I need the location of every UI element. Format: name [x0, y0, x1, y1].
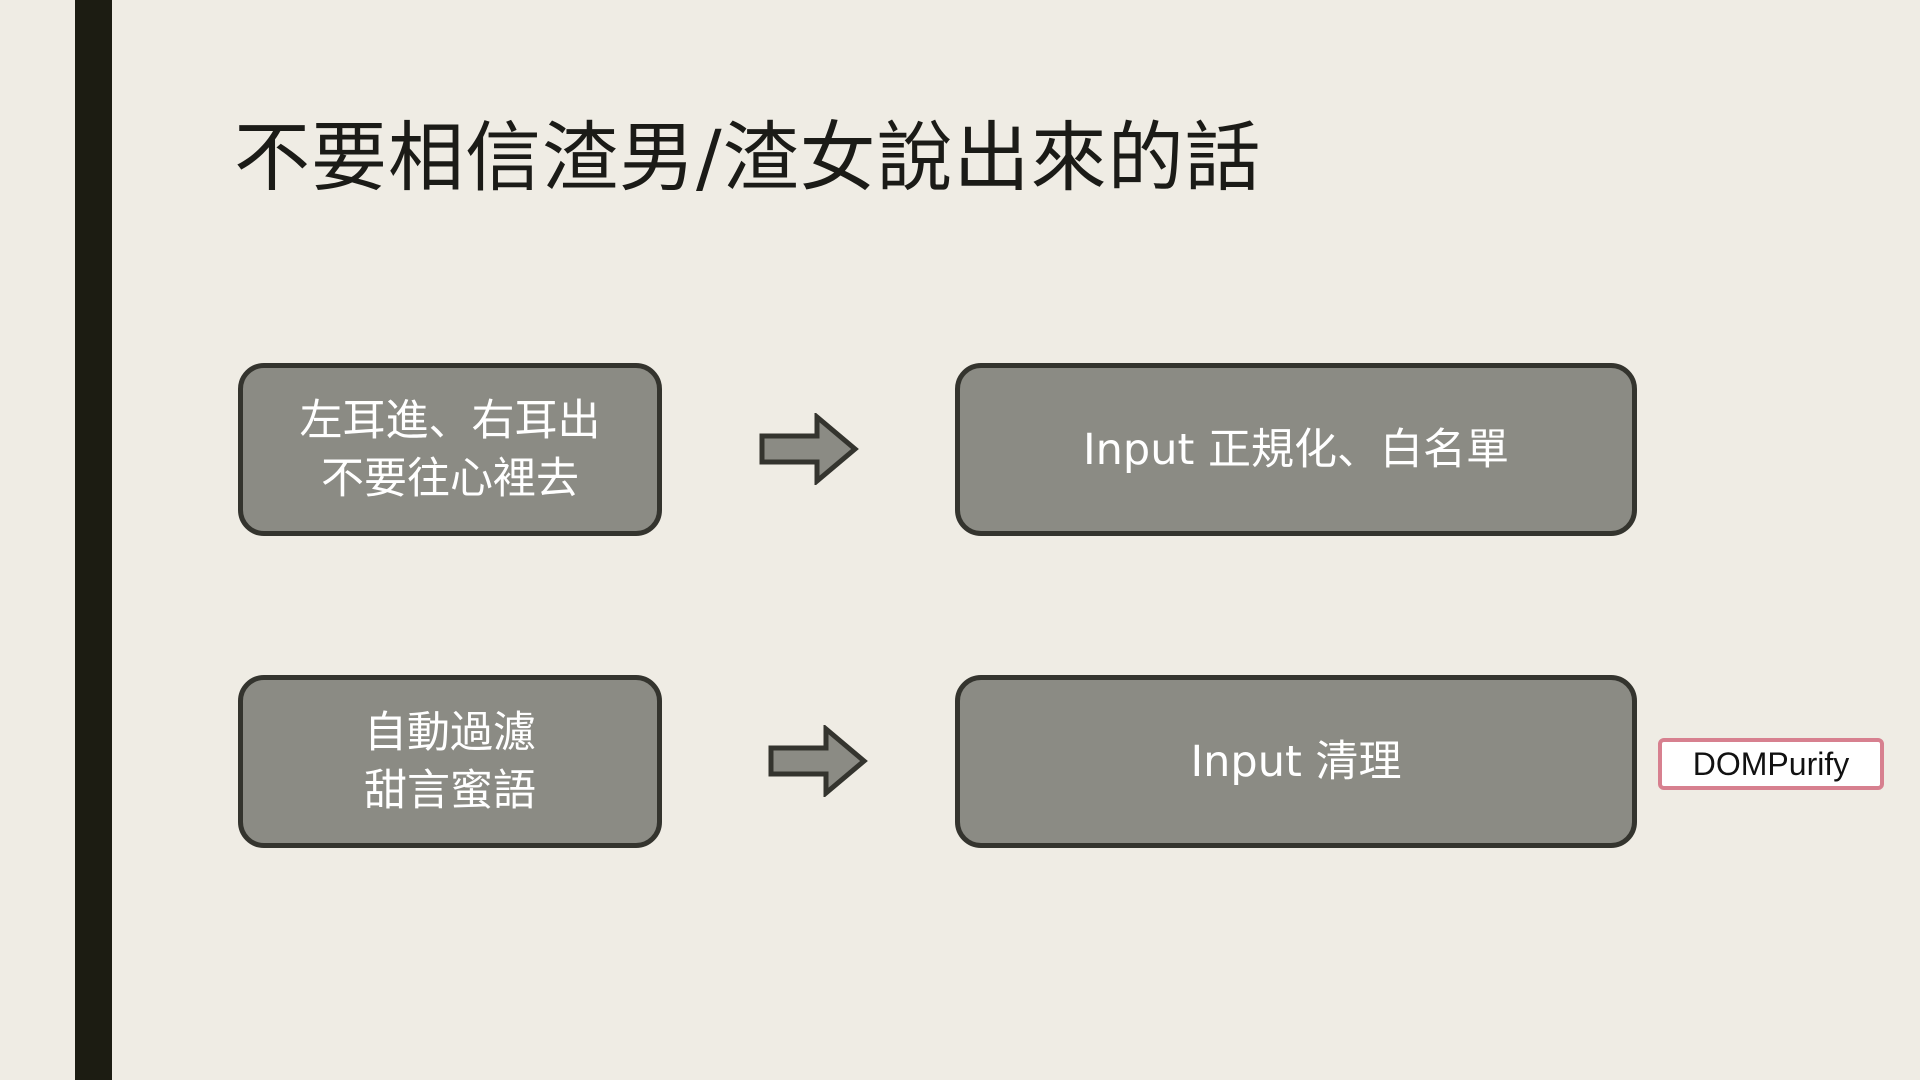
target-box-1: Input 正規化、白名單 — [955, 363, 1637, 536]
right-arrow-icon — [759, 413, 859, 485]
source-box-2: 自動過濾 甜言蜜語 — [238, 675, 662, 848]
right-arrow-icon — [768, 725, 868, 797]
accent-bar — [75, 0, 112, 1080]
dompurify-tag: DOMPurify — [1658, 738, 1884, 790]
target-box-2: Input 清理 — [955, 675, 1637, 848]
source-box-1: 左耳進、右耳出 不要往心裡去 — [238, 363, 662, 536]
slide-title: 不要相信渣男/渣女說出來的話 — [234, 113, 1262, 202]
